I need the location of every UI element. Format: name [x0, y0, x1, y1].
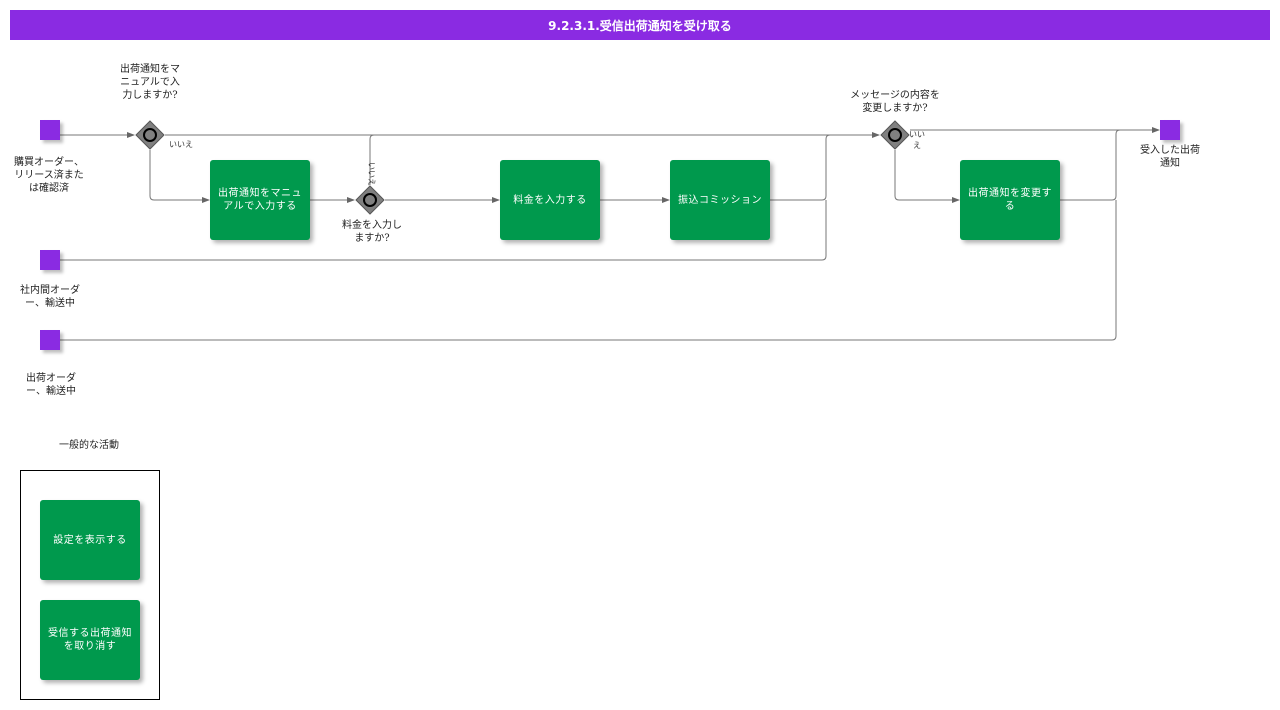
task-enter-asn-manually[interactable]: 出荷通知をマニュアルで入力する	[210, 160, 310, 240]
diagram-title: 9.2.3.1.受信出荷通知を受け取る	[10, 10, 1270, 40]
end-event-received-asn-label: 受入した出荷通知	[1140, 145, 1200, 169]
task-change-asn[interactable]: 出荷通知を変更する	[960, 160, 1060, 240]
flow-t4-end	[1060, 129, 1121, 201]
gateway-change-message-label: メッセージの内容を変更しますか?	[850, 90, 940, 114]
flow-start2-g3	[60, 200, 827, 261]
start-event-purchase-order[interactable]	[40, 120, 60, 140]
start-event-shipment-order-label: 出荷オーダー、輸送中	[26, 373, 76, 397]
group-general-activities-label: 一般的な活動	[59, 440, 119, 451]
start-event-intercompany-order-label: 社内間オーダー、輸送中	[20, 285, 80, 309]
gateway-enter-charges-no-label: いいえ	[367, 162, 376, 186]
flow-g3-t4	[894, 150, 960, 203]
gateway-enter-charges[interactable]	[355, 185, 385, 215]
task-enter-charges[interactable]: 料金を入力する	[500, 160, 600, 240]
gateway-change-message-no-label: いいえ	[909, 130, 925, 150]
group-general-activities	[20, 470, 160, 700]
start-event-shipment-order[interactable]	[40, 330, 60, 350]
start-event-purchase-order-label: 購買オーダー、リリース済または確認済	[14, 157, 84, 194]
gateway-enter-charges-label: 料金を入力しますか?	[342, 220, 402, 244]
flow-g2-no	[369, 134, 375, 185]
task-cancel-incoming-asn[interactable]: 受信する出荷通知を取り消す	[40, 600, 140, 680]
task-transfer-commission[interactable]: 振込コミッション	[670, 160, 770, 240]
flow-g1-t1	[149, 150, 210, 203]
gateway-manual-entry-label: 出荷通知をマニュアルで入力しますか?	[120, 64, 180, 101]
gateway-change-message[interactable]	[880, 120, 910, 150]
flow-start3-end	[60, 200, 1117, 341]
end-event-received-asn[interactable]	[1160, 120, 1180, 140]
flow-t3-g3	[770, 134, 831, 201]
task-display-settings[interactable]: 設定を表示する	[40, 500, 140, 580]
gateway-manual-entry[interactable]	[135, 120, 165, 150]
start-event-intercompany-order[interactable]	[40, 250, 60, 270]
gateway-manual-entry-no-label: いいえ	[169, 140, 193, 149]
